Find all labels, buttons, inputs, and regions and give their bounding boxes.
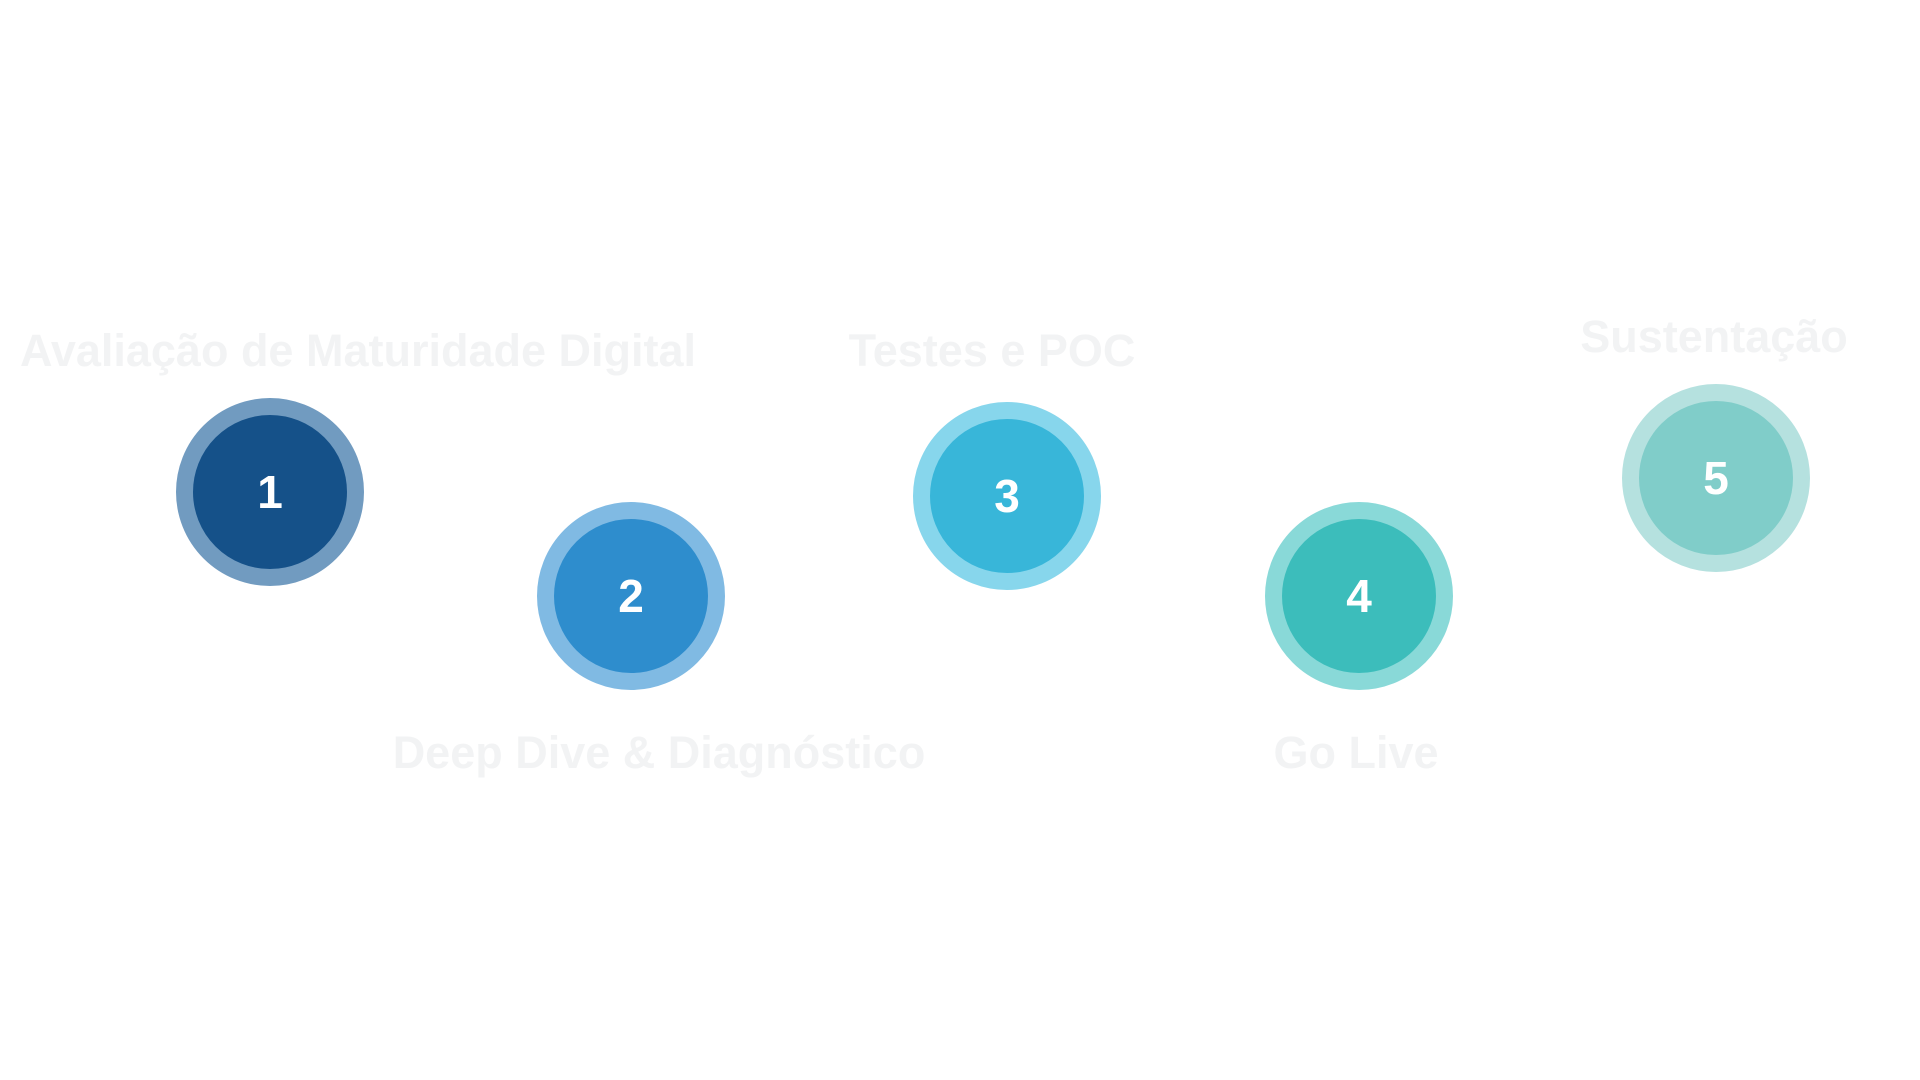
- step-2-circle: 2: [537, 502, 725, 690]
- step-5-number: 5: [1703, 452, 1729, 504]
- step-4-number: 4: [1346, 570, 1372, 622]
- step-1-number: 1: [257, 466, 283, 518]
- step-3-label: Testes e POC: [848, 325, 1136, 376]
- step-4-circle: 4: [1265, 502, 1453, 690]
- step-1-label: Avaliação de Maturidade Digital: [19, 325, 697, 376]
- step-1-circle: 1: [176, 398, 364, 586]
- step-4-label: Go Live: [1273, 727, 1439, 778]
- step-5-label: Sustentação: [1580, 311, 1848, 362]
- step-2-label: Deep Dive & Diagnóstico: [392, 727, 926, 778]
- step-2-number: 2: [618, 570, 644, 622]
- step-3-number: 3: [994, 470, 1020, 522]
- step-5-circle: 5: [1622, 384, 1810, 572]
- step-3-circle: 3: [913, 402, 1101, 590]
